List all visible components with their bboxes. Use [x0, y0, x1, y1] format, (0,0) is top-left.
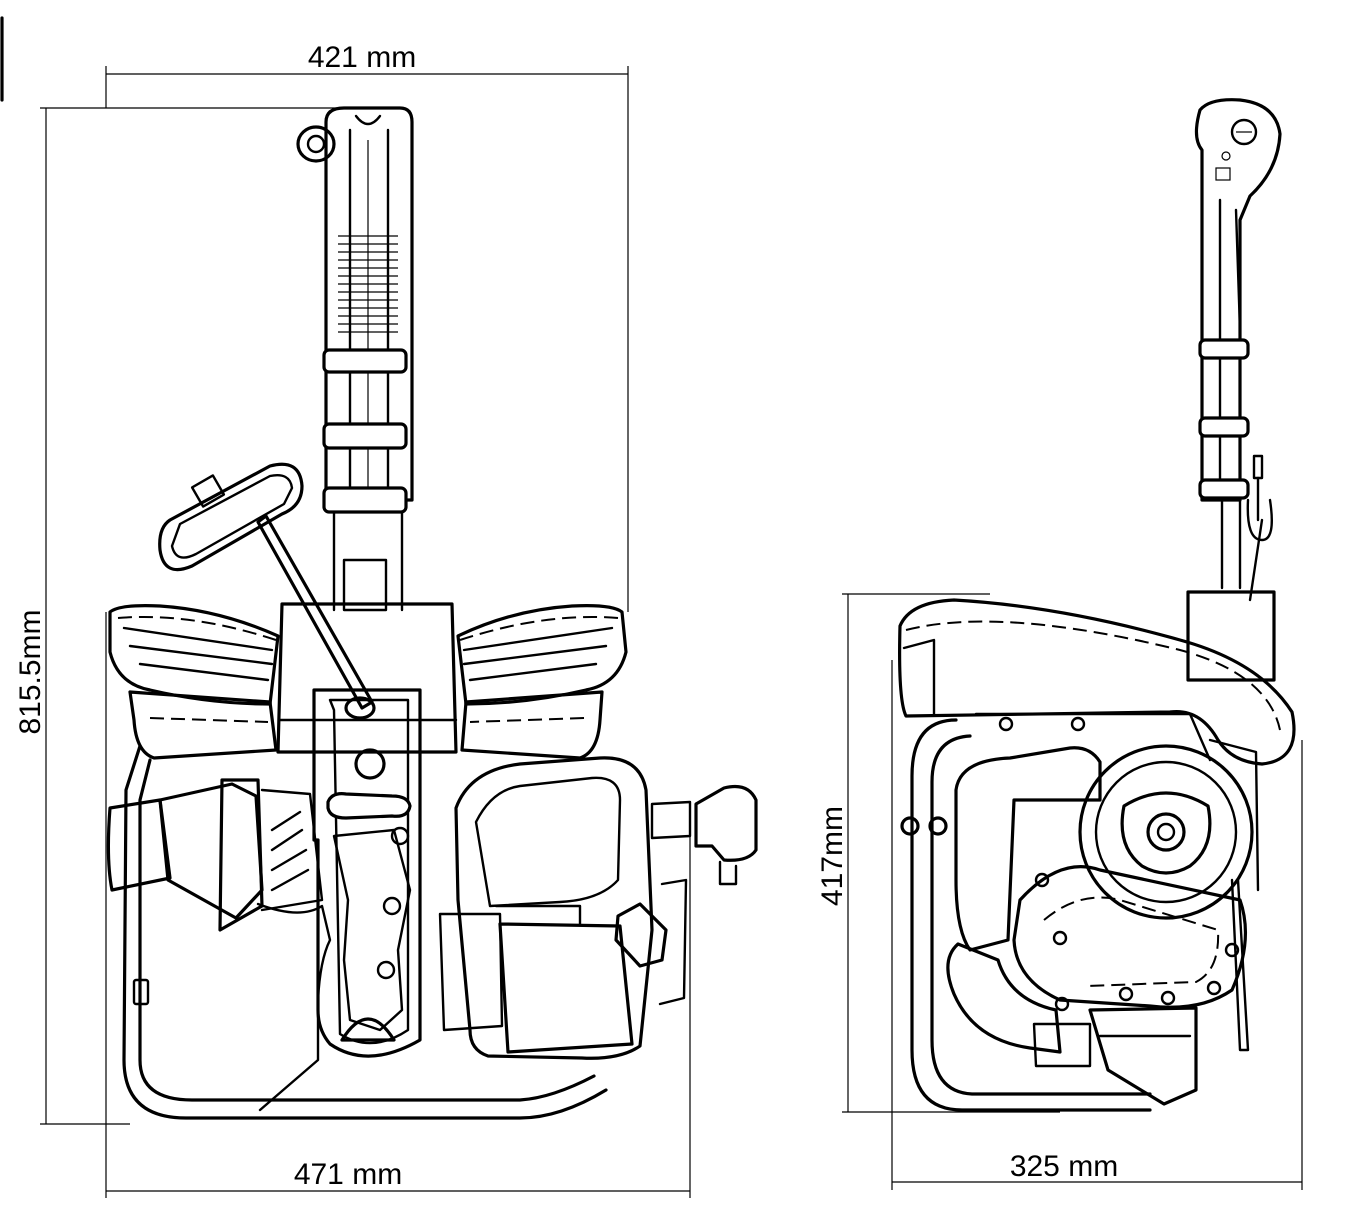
side-height-label: 417mm: [816, 806, 849, 906]
front-view-dimensions: 421 mm 815.5mm 471 mm: [14, 41, 691, 1198]
grip-ridges: [338, 235, 398, 333]
front-top-width-label: 421 mm: [308, 41, 416, 74]
front-view-drawing: [106, 106, 758, 1120]
side-width-label: 325 mm: [1010, 1150, 1118, 1183]
front-height-label: 815.5mm: [14, 609, 47, 734]
side-view-dimensions: 417mm 325 mm: [816, 593, 1303, 1190]
side-view-drawing: [898, 98, 1296, 1112]
front-bottom-width-label: 471 mm: [294, 1158, 402, 1191]
